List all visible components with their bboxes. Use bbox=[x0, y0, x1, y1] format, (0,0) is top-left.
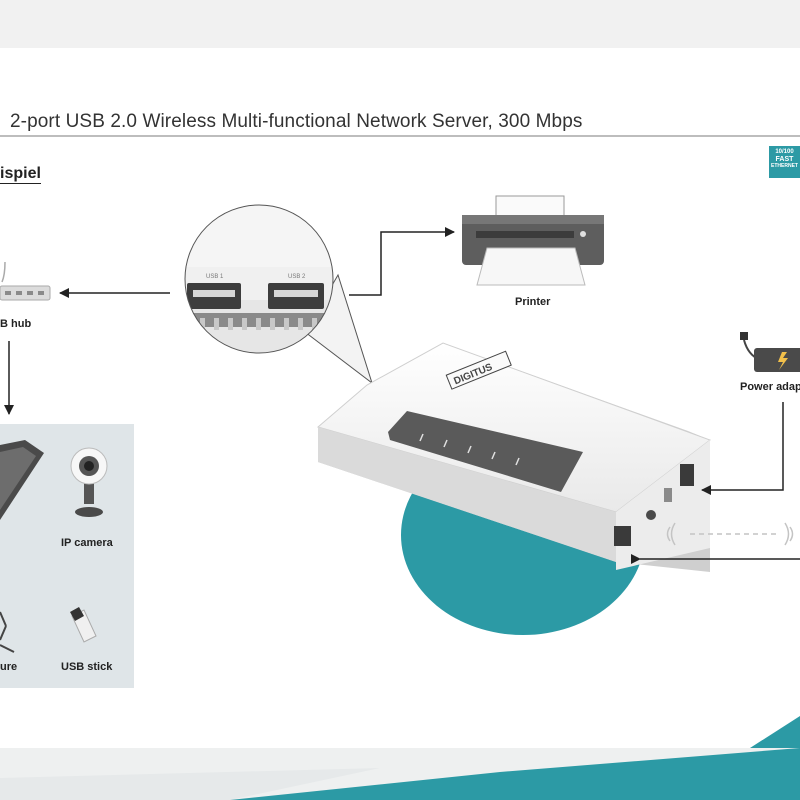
ip-camera-icon bbox=[70, 447, 108, 517]
partial-device-label: ure bbox=[0, 661, 18, 673]
section-label: ispiel bbox=[0, 165, 41, 184]
arrow-from-power-adapter bbox=[701, 402, 784, 495]
laptop-icon bbox=[0, 440, 44, 520]
bottom-band bbox=[0, 748, 800, 800]
usb-stick-icon bbox=[70, 607, 97, 643]
network-server-device: DIGITUS bbox=[316, 342, 712, 572]
title-rule bbox=[0, 135, 800, 137]
usb-hub-icon bbox=[0, 261, 51, 301]
power-adapter-icon bbox=[740, 332, 800, 372]
page-title: 2-port USB 2.0 Wireless Multi-functional… bbox=[10, 111, 583, 132]
device-button bbox=[646, 510, 656, 520]
ip-camera-label: IP camera bbox=[61, 537, 113, 549]
lan-port bbox=[614, 526, 631, 546]
power-adapter-label: Power adap bbox=[740, 381, 800, 393]
arrow-to-printer bbox=[349, 227, 455, 296]
right-corner-accent bbox=[750, 716, 800, 748]
power-port bbox=[680, 464, 694, 486]
usb-hub-label: B hub bbox=[0, 318, 32, 330]
wifi-link bbox=[666, 522, 794, 546]
usb-stick-label: USB stick bbox=[61, 661, 113, 673]
badge-line-1: 10/100 bbox=[775, 149, 794, 155]
badge-line-2: FAST bbox=[775, 156, 794, 163]
printer-icon bbox=[462, 195, 604, 286]
led-indicators bbox=[419, 433, 520, 466]
badge-line-3: ETHERNET bbox=[771, 163, 798, 169]
partial-device-icon bbox=[0, 611, 15, 653]
bottom-stripes bbox=[0, 748, 800, 800]
usb-port-1-label: USB 1 bbox=[206, 274, 224, 280]
printer-label: Printer bbox=[515, 296, 551, 308]
front-led-panel bbox=[388, 411, 583, 492]
usb-port-2-label: USB 2 bbox=[288, 274, 306, 280]
reset-button bbox=[664, 488, 672, 502]
top-band bbox=[0, 0, 800, 48]
fast-ethernet-badge: 10/100 FAST ETHERNET bbox=[769, 146, 800, 178]
